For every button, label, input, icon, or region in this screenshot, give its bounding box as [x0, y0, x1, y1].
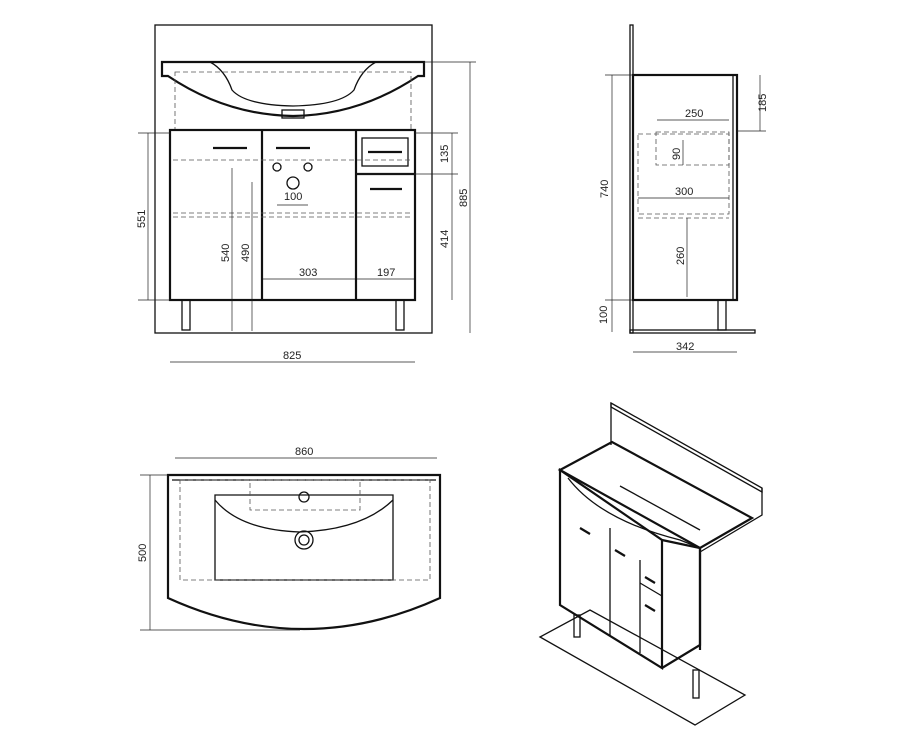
dim-540: 540 [220, 244, 232, 262]
dim-414: 414 [439, 230, 451, 248]
drain [281, 109, 305, 119]
dim-100-leg: 100 [598, 306, 610, 324]
dim-500: 500 [137, 544, 149, 562]
cabinet-body [168, 128, 417, 302]
basin-top-outline [166, 473, 442, 631]
floor-plate [629, 329, 756, 334]
cabinet-side [631, 73, 739, 302]
dim-490: 490 [240, 244, 252, 262]
basin-iso [557, 440, 755, 550]
isometric-view [538, 401, 763, 726]
leg [395, 299, 405, 331]
dim-185: 185 [757, 94, 769, 112]
side-view: 185 250 90 740 300 260 100 342 [598, 24, 769, 353]
dim-860: 860 [295, 446, 313, 458]
dim-303: 303 [299, 267, 317, 279]
drain-pipe [286, 176, 300, 190]
dim-135: 135 [439, 145, 451, 163]
dim-300: 300 [675, 186, 693, 198]
basin-bowl [209, 61, 377, 107]
leg [717, 299, 727, 331]
dim-197: 197 [377, 267, 395, 279]
front-view: 551 540 490 135 414 885 100 303 197 825 [136, 24, 476, 363]
basin-front [160, 60, 426, 118]
dim-100: 100 [284, 191, 302, 203]
drain [294, 530, 314, 550]
cabinet-front-iso [558, 467, 664, 670]
wall-panel [154, 24, 433, 334]
dim-740: 740 [599, 180, 611, 198]
leg [181, 299, 191, 331]
dim-260: 260 [675, 247, 687, 265]
floor-plate-iso [538, 609, 747, 726]
dim-90: 90 [671, 148, 683, 160]
dim-342: 342 [676, 341, 694, 353]
dim-250: 250 [685, 108, 703, 120]
dim-551: 551 [136, 210, 148, 228]
dim-885: 885 [458, 189, 470, 207]
top-view: 860 500 [137, 446, 442, 631]
dim-825: 825 [283, 350, 301, 362]
